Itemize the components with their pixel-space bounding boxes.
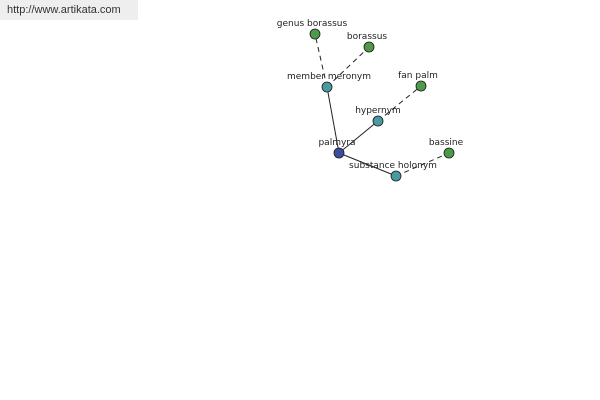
source-url: http://www.artikata.com <box>0 0 138 20</box>
node-label-fan-palm[interactable]: fan palm <box>398 71 438 81</box>
edge-palmyra-to-hypernym <box>338 120 379 154</box>
edge-substance-holonym-to-bassine <box>395 152 450 177</box>
node-label-substance-holonym[interactable]: substance holonym <box>349 161 437 171</box>
label-layer: palmyra member meronym hypernym substance h… <box>277 19 464 171</box>
node-fan-palm[interactable] <box>415 80 427 92</box>
node-palmyra[interactable] <box>333 147 345 159</box>
node-label-borassus[interactable]: borassus <box>347 32 388 42</box>
node-genus-borassus[interactable] <box>309 28 321 40</box>
node-bassine[interactable] <box>443 147 455 159</box>
node-borassus[interactable] <box>363 41 375 53</box>
node-label-bassine[interactable]: bassine <box>429 138 464 148</box>
node-member-meronym[interactable] <box>321 81 333 93</box>
edge-hypernym-to-fan-palm <box>377 85 422 122</box>
edge-layer <box>314 33 450 177</box>
node-hypernym[interactable] <box>372 115 384 127</box>
edge-palmyra-to-member-meronym <box>326 86 340 154</box>
edge-palmyra-to-substance-holonym <box>338 152 397 177</box>
node-substance-holonym[interactable] <box>390 170 402 182</box>
node-label-hypernym[interactable]: hypernym <box>355 106 401 116</box>
edge-member-meronym-to-genus-borassus <box>314 33 328 88</box>
edge-member-meronym-to-borassus <box>326 46 370 88</box>
node-layer <box>309 28 455 182</box>
node-label-palmyra[interactable]: palmyra <box>318 138 355 148</box>
node-label-member-meronym[interactable]: member meronym <box>287 72 371 82</box>
node-label-genus-borassus[interactable]: genus borassus <box>277 19 348 29</box>
